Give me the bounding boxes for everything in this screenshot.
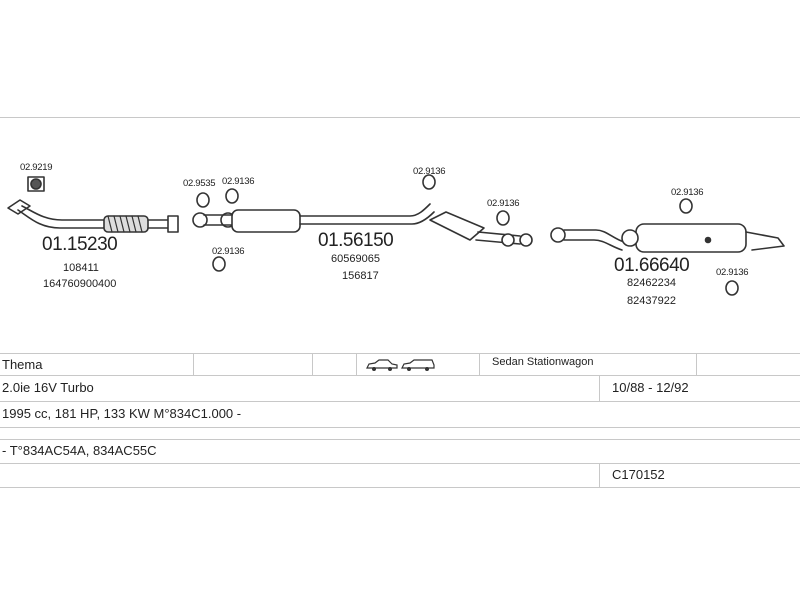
rear-silencer-icon bbox=[550, 223, 785, 253]
part-ref: 82437922 bbox=[627, 295, 676, 307]
model-cell: Thema bbox=[2, 357, 43, 372]
middle-silencer-icon bbox=[192, 203, 435, 233]
table-row bbox=[0, 427, 800, 440]
front-pipe-icon bbox=[17, 205, 179, 233]
table-row: 2.0ie 16V Turbo 10/88 - 12/92 bbox=[0, 375, 800, 402]
table-row: - T°834AC54A, 834AC55C bbox=[0, 439, 800, 464]
part-ref: 82462234 bbox=[627, 277, 676, 289]
part-ref: 164760900400 bbox=[43, 278, 117, 290]
body-type-cell: Sedan Stationwagon bbox=[492, 356, 594, 368]
part-label: 02.9136 bbox=[716, 267, 749, 278]
table-top-border bbox=[0, 353, 800, 354]
part-number: 01.66640 bbox=[614, 255, 690, 276]
engine-cell: 2.0ie 16V Turbo bbox=[2, 380, 94, 395]
sedan-car-icon bbox=[366, 358, 398, 377]
years-cell: 10/88 - 12/92 bbox=[612, 380, 689, 395]
part-label: 02.9136 bbox=[212, 246, 245, 257]
front-flange-icon bbox=[7, 199, 31, 215]
exhaust-diagram: 02.9219 01.15230 108411 164760900400 02.… bbox=[0, 120, 800, 340]
catalog-code-cell: C170152 bbox=[612, 467, 665, 482]
middle-rear-silencer-icon bbox=[429, 211, 533, 247]
part-label: 02.9136 bbox=[413, 166, 446, 177]
front-clamp-icon bbox=[27, 176, 45, 192]
part-label: 02.9219 bbox=[20, 162, 53, 173]
part-ref: 60569065 bbox=[331, 253, 380, 265]
part-label: 02.9136 bbox=[222, 176, 255, 187]
type-codes-cell: - T°834AC54A, 834AC55C bbox=[2, 443, 157, 458]
part-ref: 108411 bbox=[63, 262, 99, 274]
clamp-ring-icon bbox=[196, 174, 739, 296]
part-label: 02.9136 bbox=[671, 187, 704, 198]
part-ref: 156817 bbox=[342, 270, 379, 282]
table-row: C170152 bbox=[0, 463, 800, 488]
top-divider bbox=[0, 117, 800, 118]
part-number: 01.56150 bbox=[318, 230, 394, 251]
specs-cell: 1995 cc, 181 HP, 133 KW M°834C1.000 - bbox=[2, 406, 242, 421]
exhaust-drawing bbox=[7, 174, 785, 296]
part-label: 02.9136 bbox=[487, 198, 520, 209]
table-row: Thema Sedan Stationwagon bbox=[0, 353, 800, 376]
part-number: 01.15230 bbox=[42, 234, 118, 255]
part-label: 02.9535 bbox=[183, 178, 216, 189]
table-row: 1995 cc, 181 HP, 133 KW M°834C1.000 - bbox=[0, 401, 800, 428]
stationwagon-car-icon bbox=[401, 358, 435, 377]
